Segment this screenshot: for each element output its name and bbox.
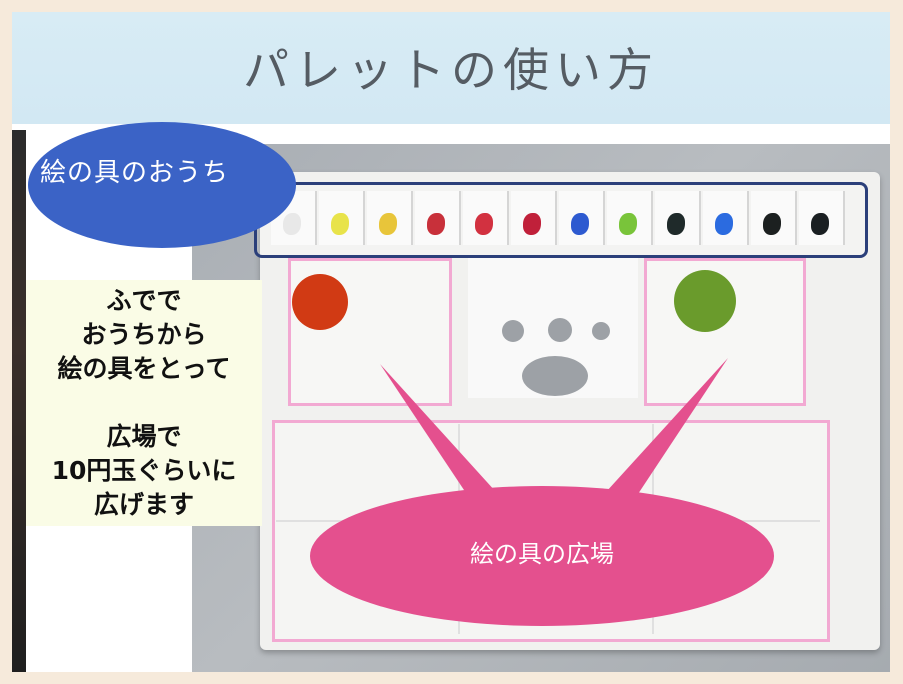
paint-well xyxy=(511,191,557,245)
paint-well xyxy=(463,191,509,245)
paint-well xyxy=(367,191,413,245)
thumb-hole-area xyxy=(468,258,638,398)
instruction-block-2: 広場で 10円玉ぐらいに 広げます xyxy=(26,420,262,522)
paint-well xyxy=(415,191,461,245)
instruction-block-1: ふでで おうちから 絵の具をとって xyxy=(26,284,262,386)
paint-blob xyxy=(379,213,397,235)
paint-blob xyxy=(331,213,349,235)
paint-blob xyxy=(811,213,829,235)
paint-blob xyxy=(283,213,301,235)
wells-callout xyxy=(28,122,296,248)
hole xyxy=(592,322,610,340)
hole xyxy=(502,320,524,342)
instruction-line: 絵の具をとって xyxy=(57,354,231,383)
instruction-note xyxy=(26,280,262,526)
paint-blob xyxy=(667,213,685,235)
title-bar: パレットの使い方 xyxy=(12,12,890,124)
mixing-callout-label: 絵の具の広場 xyxy=(470,540,614,568)
paint-well xyxy=(751,191,797,245)
instruction-line: ふでで xyxy=(106,286,182,315)
paint-blob xyxy=(619,213,637,235)
green-paint-dot xyxy=(674,270,736,332)
instruction-line: おうちから xyxy=(81,320,207,349)
paint-blob xyxy=(763,213,781,235)
paint-well xyxy=(799,191,845,245)
slide-title: パレットの使い方 xyxy=(243,43,659,97)
wells-callout-label: 絵の具のおうち xyxy=(40,158,230,188)
instruction-line: 広場で xyxy=(106,422,182,451)
paint-blob xyxy=(571,213,589,235)
paint-well xyxy=(319,191,365,245)
paint-blob xyxy=(475,213,493,235)
instruction-line: 広げます xyxy=(93,490,194,519)
paint-wells-row xyxy=(254,182,868,258)
slide: パレットの使い方 絵の具のおうち 絵の具の広場 ふでで おうちから 絵の具をとっ… xyxy=(12,12,890,672)
paint-blob xyxy=(523,213,541,235)
paint-blob xyxy=(715,213,733,235)
paint-well xyxy=(607,191,653,245)
paint-well xyxy=(559,191,605,245)
hole xyxy=(548,318,572,342)
paint-blob xyxy=(427,213,445,235)
thumb-hole xyxy=(522,356,588,396)
mixing-callout xyxy=(310,486,774,626)
paint-well xyxy=(703,191,749,245)
red-paint-dot xyxy=(292,274,348,330)
child-photo-edge xyxy=(12,130,26,672)
paint-well xyxy=(655,191,701,245)
instruction-line: 10円玉ぐらいに xyxy=(51,456,237,485)
